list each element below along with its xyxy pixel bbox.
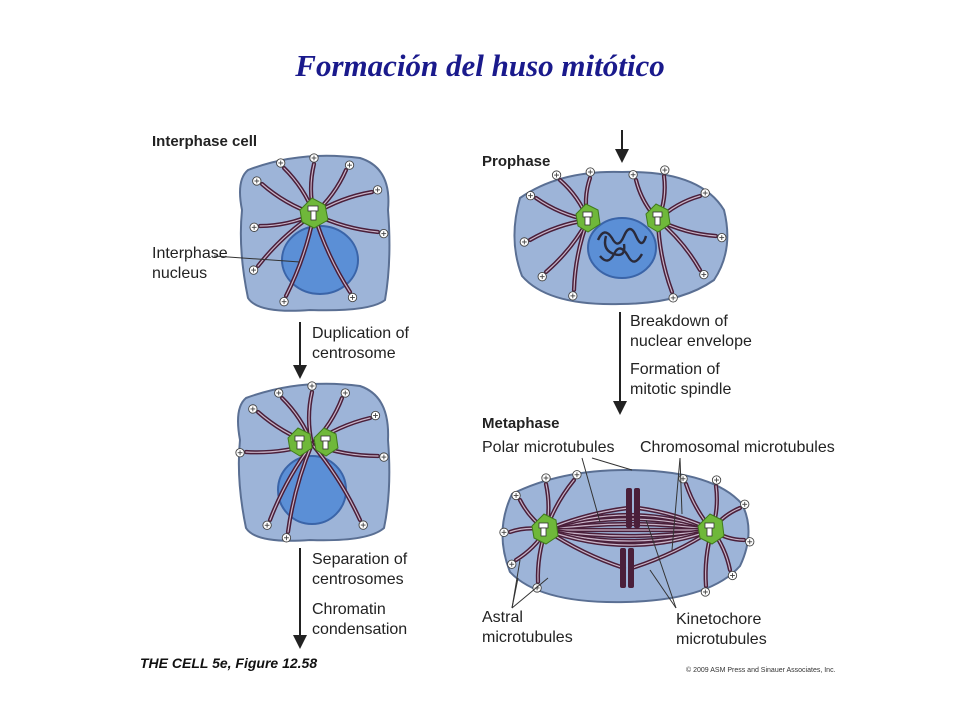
duplicated-nucleus [277, 455, 347, 525]
step-chromatin-line2: condensation [312, 621, 407, 638]
step-duplication-line2: centrosome [312, 345, 396, 362]
leader-line [213, 255, 301, 263]
metaphase-leader-lines [511, 457, 683, 609]
centrosome-pair [287, 427, 339, 457]
step-chromatin-line1: Chromatin [312, 601, 386, 618]
interphase-nucleus-label-line2: nucleus [152, 265, 207, 282]
metaphase-chromosomes [620, 488, 640, 588]
figure-caption: THE CELL 5e, Figure 12.58 [140, 655, 317, 671]
step-separation-line2: centrosomes [312, 571, 404, 588]
condensing-chromatin [596, 227, 648, 263]
copyright-notice: © 2009 ASM Press and Sinauer Associates,… [686, 666, 836, 674]
step-duplication-line1: Duplication of [312, 325, 410, 342]
label-polar-microtubules: Polar microtubules [482, 439, 615, 456]
stage-metaphase-label: Metaphase [482, 415, 560, 432]
stage-prophase-label: Prophase [482, 153, 550, 170]
label-astral-line2: microtubules [482, 629, 573, 646]
prophase-cell [513, 165, 729, 306]
label-kinetochore-line1: Kinetochore [676, 611, 761, 628]
label-kinetochore-line2: microtubules [676, 631, 767, 648]
label-chromosomal-microtubules: Chromosomal microtubules [640, 439, 835, 456]
step-breakdown-line1: Breakdown of [630, 313, 728, 330]
step-breakdown-line2: nuclear envelope [630, 333, 752, 350]
stage-interphase-label: Interphase cell [152, 133, 257, 150]
step-separation-line1: Separation of [312, 551, 408, 568]
interphase-centrosome [299, 197, 329, 229]
interphase-nucleus-label-line1: Interphase [152, 245, 228, 262]
label-astral-line1: Astral [482, 609, 523, 626]
interphase-cell: Interphase cell Interphase nucleus [152, 133, 391, 312]
duplicated-centrosome-cell [235, 381, 391, 543]
step-formation-line1: Formation of [630, 361, 720, 378]
step-formation-line2: mitotic spindle [630, 381, 731, 398]
slide-title: Formación del huso mitótico [295, 48, 665, 83]
metaphase-cell [499, 468, 755, 604]
